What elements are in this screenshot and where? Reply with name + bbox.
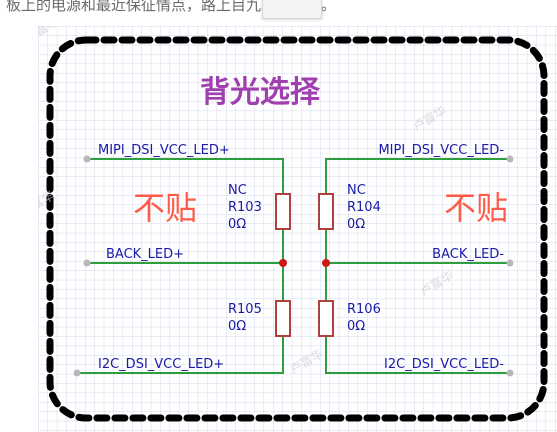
junctions — [279, 259, 330, 267]
r104-designator: R104 — [347, 200, 381, 215]
wires — [77, 158, 510, 374]
pin-i2c-neg — [506, 369, 514, 377]
r106-designator: R106 — [347, 302, 381, 317]
pins — [73, 155, 514, 377]
r103-value: 0Ω — [228, 217, 246, 232]
title: 背光选择 — [200, 75, 321, 110]
net-labels: MIPI_DSI_VCC_LED+ MIPI_DSI_VCC_LED- BACK… — [98, 143, 504, 372]
resistor-labels: NC R103 0Ω NC R104 0Ω R105 0Ω R106 0Ω — [228, 183, 381, 334]
r106-value: 0Ω — [347, 319, 365, 334]
note-left: 不贴 — [133, 189, 197, 227]
schematic-image: 背光选择 不贴 不贴 卢富华 卢富华 卢富华 卢富华 卢富华 — [38, 26, 557, 432]
grid-background — [38, 26, 557, 432]
net-back-pos: BACK_LED+ — [106, 247, 184, 262]
pin-back-pos — [83, 259, 91, 267]
note-right: 不贴 — [444, 189, 508, 227]
pin-i2c-pos — [73, 369, 81, 377]
net-back-neg: BACK_LED- — [432, 247, 504, 262]
pin-back-neg — [506, 259, 514, 267]
resistor-symbols — [275, 193, 334, 337]
r105-designator: R105 — [228, 302, 262, 317]
junction-right — [322, 259, 330, 267]
resistor-r106 — [318, 300, 334, 337]
pin-mipi-pos — [83, 155, 91, 163]
r105-value: 0Ω — [228, 319, 246, 334]
r104-note: NC — [347, 183, 366, 198]
net-i2c-pos: I2C_DSI_VCC_LED+ — [98, 357, 224, 372]
pin-mipi-neg — [506, 155, 514, 163]
net-mipi-pos: MIPI_DSI_VCC_LED+ — [98, 143, 230, 158]
junction-left — [279, 259, 287, 267]
net-i2c-neg: I2C_DSI_VCC_LED- — [384, 357, 504, 372]
top-strip: 板上的电源和最近保征情点，路上目九单开头被。 — [0, 0, 557, 26]
r103-note: NC — [228, 183, 247, 198]
resistor-r104 — [318, 193, 334, 230]
net-mipi-neg: MIPI_DSI_VCC_LED- — [378, 143, 504, 158]
cropped-article-text: 板上的电源和最近保征情点，路上目九单开头被。 — [6, 0, 337, 14]
r104-value: 0Ω — [347, 217, 365, 232]
resistor-r105 — [275, 300, 291, 337]
dashed-border — [46, 36, 548, 422]
resistor-r103 — [275, 193, 291, 230]
text-selection-toolbar[interactable] — [262, 0, 322, 19]
r103-designator: R103 — [228, 200, 262, 215]
